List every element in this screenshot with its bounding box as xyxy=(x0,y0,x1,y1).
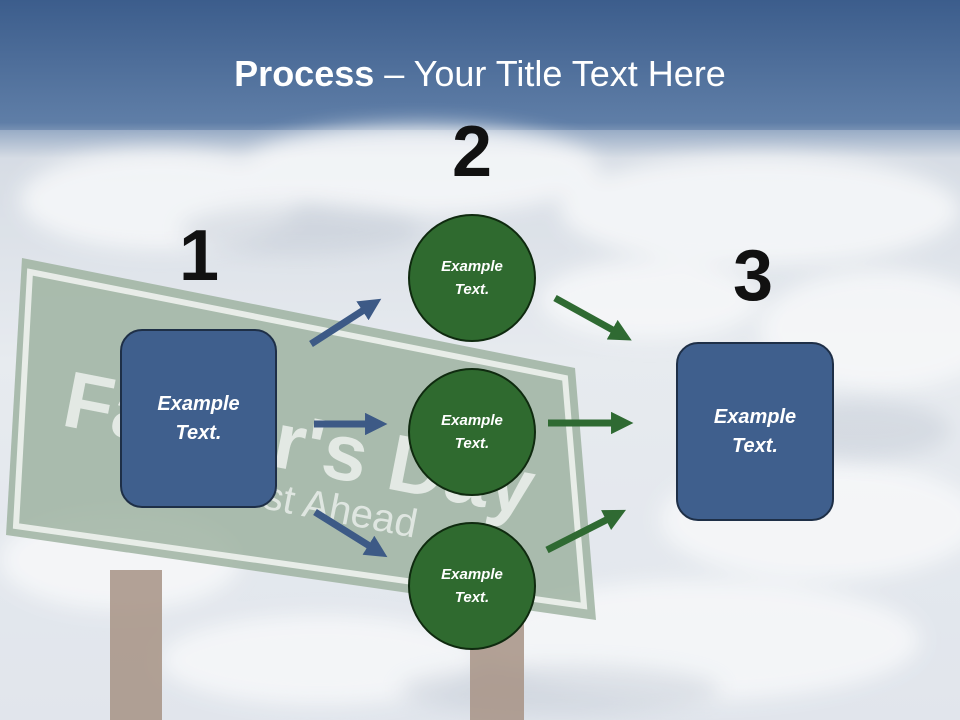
step-number-1: 1 xyxy=(178,216,220,296)
step-3-box: Example Text. xyxy=(676,342,834,521)
circle-bottom-text: Example Text. xyxy=(441,566,503,606)
step-2-circle-middle: Example Text. xyxy=(408,368,536,496)
step-number-2: 2 xyxy=(451,112,493,192)
step-2-circle-bottom: Example Text. xyxy=(408,522,536,650)
circle-top-text: Example Text. xyxy=(441,258,503,298)
arrow-bottom-to-3 xyxy=(545,509,626,554)
circle-middle-text: Example Text. xyxy=(441,412,503,452)
step-2-circle-top: Example Text. xyxy=(408,214,536,342)
step-1-box: Example Text. xyxy=(120,329,277,508)
step-3-text: Example Text. xyxy=(713,405,797,457)
title-bold: Process xyxy=(234,53,375,94)
arrow-1-to-top xyxy=(309,298,382,347)
arrow-top-to-3 xyxy=(553,294,632,341)
page-title: Process – Your Title Text Here xyxy=(0,52,960,96)
title-rest: – Your Title Text Here xyxy=(374,53,726,94)
arrow-1-to-bottom xyxy=(313,509,388,558)
step-1-text: Example Text. xyxy=(157,392,240,444)
step-number-3: 3 xyxy=(732,236,774,316)
